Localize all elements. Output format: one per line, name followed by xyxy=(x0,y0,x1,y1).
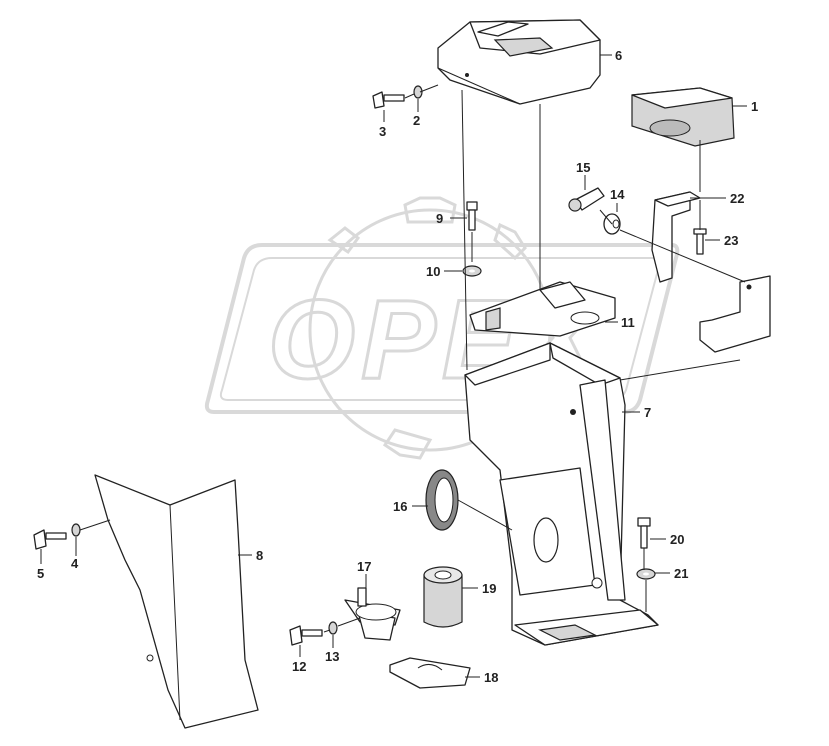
callout-6: 6 xyxy=(615,48,622,63)
part-1-armrest-pad xyxy=(631,87,735,147)
part-9-bolt xyxy=(466,201,478,231)
callout-7: 7 xyxy=(644,405,651,420)
part-4-washer xyxy=(71,523,81,537)
callout-15: 15 xyxy=(576,160,590,175)
callout-18: 18 xyxy=(484,670,498,685)
part-20-bolt xyxy=(637,517,651,549)
part-16-grommet xyxy=(425,469,459,531)
callout-12: 12 xyxy=(292,659,306,674)
part-10-washer xyxy=(462,265,482,277)
callout-14: 14 xyxy=(610,187,625,202)
part-11-mounting-plate xyxy=(469,281,616,337)
callout-17: 17 xyxy=(357,559,371,574)
part-15-lever xyxy=(568,187,605,212)
part-2-washer xyxy=(413,85,423,99)
part-21-washer xyxy=(636,568,656,580)
part-22-bracket xyxy=(651,191,701,283)
callout-21: 21 xyxy=(674,566,688,581)
callout-2: 2 xyxy=(413,113,420,128)
callout-11: 11 xyxy=(621,315,635,330)
part-7-console-frame xyxy=(464,342,659,646)
callout-20: 20 xyxy=(670,532,684,547)
part-17-cup-bracket xyxy=(344,587,401,641)
callout-9: 9 xyxy=(436,211,443,226)
callout-23: 23 xyxy=(724,233,738,248)
side-mount-plate xyxy=(699,275,771,353)
callout-22: 22 xyxy=(730,191,744,206)
callouts: 1 2 3 4 5 6 7 8 9 10 11 12 13 14 15 16 1 xyxy=(37,48,758,685)
leader-lines xyxy=(79,84,746,633)
callout-16: 16 xyxy=(393,499,407,514)
callout-13: 13 xyxy=(325,649,339,664)
part-18-plate xyxy=(389,657,471,689)
callout-5: 5 xyxy=(37,566,44,581)
callout-4: 4 xyxy=(71,556,79,571)
part-19-sleeve xyxy=(423,566,463,628)
callout-8: 8 xyxy=(256,548,263,563)
callout-3: 3 xyxy=(379,124,386,139)
part-8-side-cover xyxy=(94,474,259,729)
part-23-bolt xyxy=(693,228,707,255)
part-13-washer xyxy=(328,621,338,635)
part-5-screw xyxy=(33,529,67,550)
part-6-top-cover xyxy=(437,19,601,105)
callout-10: 10 xyxy=(426,264,440,279)
part-12-screw xyxy=(289,625,323,646)
callout-1: 1 xyxy=(751,99,758,114)
part-3-screw xyxy=(372,91,405,109)
callout-19: 19 xyxy=(482,581,496,596)
